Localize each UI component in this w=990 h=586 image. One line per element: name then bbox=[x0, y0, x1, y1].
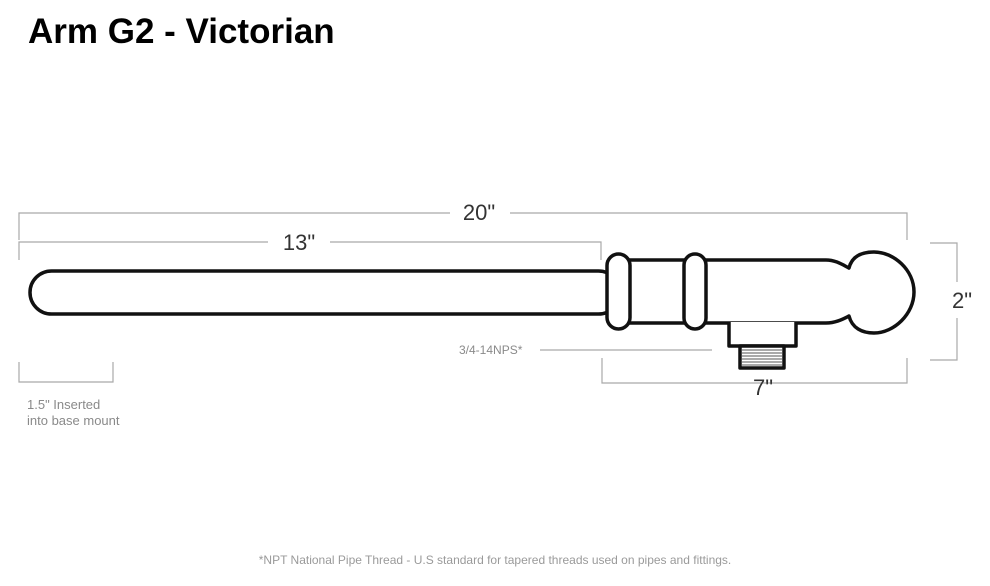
nipple-threads bbox=[742, 349, 782, 366]
dimension-overall: 20" bbox=[18, 200, 908, 240]
dimension-overall-label: 20" bbox=[463, 200, 495, 225]
inserted-note-line1: 1.5" Inserted bbox=[27, 397, 100, 412]
footnote: *NPT National Pipe Thread - U.S standard… bbox=[258, 553, 732, 567]
head-body bbox=[620, 250, 916, 335]
dimension-arm-label: 13" bbox=[283, 230, 315, 255]
dimension-height-label: 2" bbox=[952, 288, 972, 313]
bottom-fitting bbox=[727, 322, 798, 348]
inserted-bracket bbox=[18, 362, 114, 383]
dimension-head: 7" bbox=[601, 358, 908, 400]
dimension-height: 2" bbox=[930, 242, 972, 361]
inserted-note-line2: into base mount bbox=[27, 413, 120, 428]
dimension-arm: 13" bbox=[18, 230, 602, 260]
page-title: Arm G2 - Victorian bbox=[28, 12, 335, 51]
dimension-head-label: 7" bbox=[753, 375, 773, 400]
thread-label: 3/4-14NPS* bbox=[459, 343, 523, 357]
arm-tube bbox=[28, 269, 622, 316]
collar-ring-left bbox=[605, 252, 632, 331]
collar-ring-right bbox=[682, 252, 708, 331]
